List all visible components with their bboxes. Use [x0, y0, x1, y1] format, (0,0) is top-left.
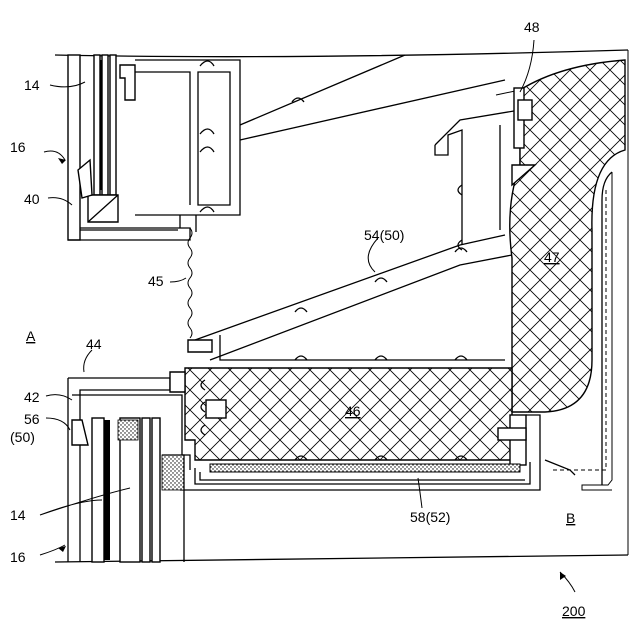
label-45: 45	[148, 273, 164, 289]
upper-slope-member	[240, 55, 505, 140]
label-b: B	[566, 510, 575, 526]
sloped-sill-member	[188, 235, 512, 360]
spring-member-45	[188, 228, 192, 338]
label-16-bottom: 16	[10, 549, 26, 565]
upper-mullion-profile	[135, 60, 240, 232]
label-46: 46	[345, 403, 361, 419]
label-16-top: 16	[10, 139, 26, 155]
label-58-52: 58(52)	[410, 509, 450, 525]
label-200: 200	[562, 603, 586, 619]
right-channel-profile	[435, 90, 520, 250]
upper-glazing-frame	[68, 55, 190, 240]
label-48: 48	[524, 19, 540, 35]
label-47: 47	[544, 249, 560, 265]
label-50-paren: (50)	[10, 429, 35, 445]
label-56: 56	[24, 411, 40, 427]
label-a: A	[26, 328, 36, 344]
label-40: 40	[24, 191, 40, 207]
label-54-50: 54(50)	[364, 227, 404, 243]
label-14-top: 14	[24, 77, 40, 93]
label-14-bottom: 14	[10, 507, 26, 523]
label-44: 44	[86, 336, 102, 352]
label-42: 42	[24, 389, 40, 405]
liner-58	[195, 462, 530, 484]
